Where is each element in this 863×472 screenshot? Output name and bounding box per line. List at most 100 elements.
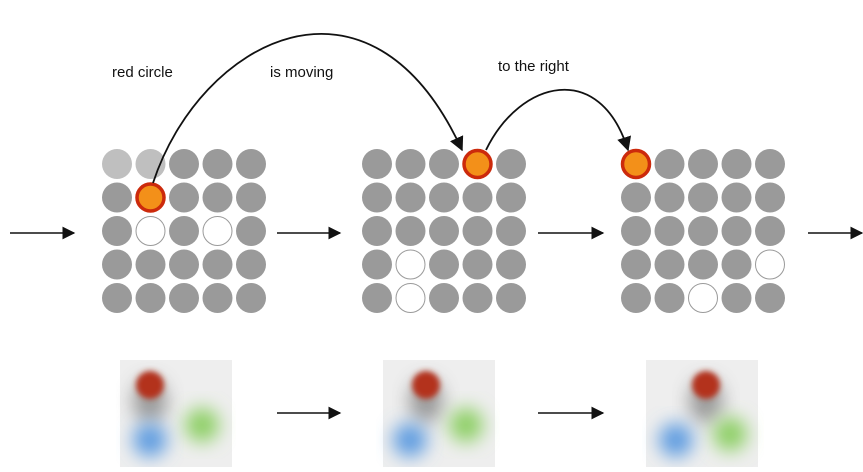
grid-dot xyxy=(462,182,493,213)
grid-dot xyxy=(395,149,426,179)
blue-blob xyxy=(133,423,167,457)
grid-dot xyxy=(721,283,752,313)
grid-dot xyxy=(429,149,459,179)
grid-dot xyxy=(362,249,392,280)
green-blob xyxy=(449,408,483,442)
grid-dot xyxy=(654,216,685,246)
grid-dot xyxy=(202,249,233,280)
grid-dot xyxy=(654,283,685,313)
grid-dot xyxy=(496,149,526,179)
grid-dot xyxy=(462,283,493,313)
red-blob xyxy=(692,371,720,399)
grid-dot xyxy=(102,216,132,246)
grid-dot xyxy=(169,182,199,213)
active-red-circle xyxy=(135,182,166,213)
red-blob xyxy=(412,371,440,399)
grid-dot xyxy=(135,283,166,313)
green-blob xyxy=(713,417,747,451)
grid-dot xyxy=(236,216,266,246)
grid-dot xyxy=(496,249,526,280)
blue-blob xyxy=(393,423,427,457)
dot-grid-3 xyxy=(620,148,785,313)
grid-dot xyxy=(755,216,785,246)
active-red-circle xyxy=(462,148,493,180)
empty-dot xyxy=(688,283,718,313)
grid-dot xyxy=(362,149,392,179)
grid-dot xyxy=(621,283,651,313)
grid-dot xyxy=(755,283,785,313)
grid-dot xyxy=(654,182,685,213)
grid-dot xyxy=(236,149,266,179)
grid-dot xyxy=(496,216,526,246)
grid-dot xyxy=(236,182,266,213)
dot-grid-1 xyxy=(102,149,266,313)
grid-dot xyxy=(688,149,718,179)
grid-dot xyxy=(102,283,132,313)
empty-dot xyxy=(755,249,785,280)
grid-dot xyxy=(236,249,266,280)
blurred-previews xyxy=(120,360,758,467)
grid-dot xyxy=(202,283,233,313)
grid-dot xyxy=(496,283,526,313)
grid-dot xyxy=(755,149,785,179)
grid-dot xyxy=(654,249,685,280)
active-red-circle xyxy=(620,148,652,180)
grid-dot xyxy=(169,249,199,280)
dot-grid-2 xyxy=(362,148,526,313)
grid-dot xyxy=(496,182,526,213)
grid-dot xyxy=(135,249,166,280)
grid-dot xyxy=(688,249,718,280)
grid-dot xyxy=(429,283,459,313)
motion-curve-2 xyxy=(485,89,632,152)
faded-dot xyxy=(102,149,132,179)
blue-blob xyxy=(659,423,693,457)
grid-dot xyxy=(721,182,752,213)
caption-to-the-right: to the right xyxy=(498,58,569,75)
grid-dot xyxy=(462,216,493,246)
grid-dot xyxy=(102,182,132,213)
grid-dot xyxy=(169,149,199,179)
grid-dot xyxy=(169,216,199,246)
grid-dot xyxy=(621,182,651,213)
grid-dot xyxy=(621,249,651,280)
grid-dot xyxy=(654,149,685,179)
grid-dot xyxy=(429,216,459,246)
grid-dot xyxy=(202,149,233,179)
grid-dot xyxy=(202,182,233,213)
grid-dot xyxy=(721,249,752,280)
grid-dot xyxy=(429,249,459,280)
empty-dot xyxy=(395,249,426,280)
grid-dot xyxy=(621,216,651,246)
grid-dot xyxy=(721,149,752,179)
grid-dot xyxy=(362,283,392,313)
empty-dot xyxy=(202,216,233,246)
blurred-preview-3 xyxy=(646,360,758,467)
empty-dot xyxy=(395,283,426,313)
grid-dot xyxy=(755,182,785,213)
grid-dot xyxy=(362,182,392,213)
grid-dot xyxy=(688,216,718,246)
grid-dot xyxy=(462,249,493,280)
caption-red-circle: red circle xyxy=(112,64,173,81)
red-blob xyxy=(136,371,164,399)
flow-arrows xyxy=(10,226,863,420)
grid-dot xyxy=(395,182,426,213)
grid-dot xyxy=(102,249,132,280)
grid-dot xyxy=(169,283,199,313)
blurred-preview-2 xyxy=(383,360,495,467)
blurred-preview-1 xyxy=(120,360,232,467)
grid-dot xyxy=(236,283,266,313)
empty-dot xyxy=(135,216,166,246)
grid-dot xyxy=(688,182,718,213)
motion-curves xyxy=(152,32,632,184)
green-blob xyxy=(185,408,219,442)
grid-dot xyxy=(395,216,426,246)
grid-dot xyxy=(721,216,752,246)
grid-dot xyxy=(362,216,392,246)
motion-curve-1 xyxy=(152,32,464,184)
grid-dot xyxy=(429,182,459,213)
caption-is-moving: is moving xyxy=(270,64,334,81)
grids xyxy=(102,148,785,313)
